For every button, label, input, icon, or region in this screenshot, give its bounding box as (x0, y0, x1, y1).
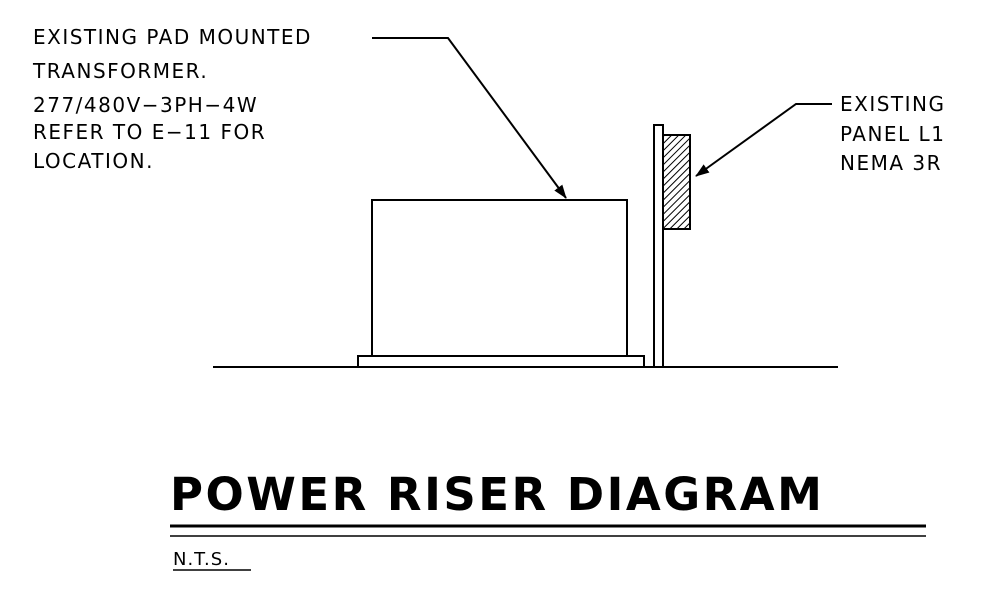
transformer-note-line-3: 277/480V−3PH−4W (33, 93, 258, 117)
diagram-scale-note: N.T.S. (173, 549, 230, 570)
transformer-box (371, 199, 628, 357)
panel-l1-enclosure (662, 134, 691, 230)
transformer-note-line-2: TRANSFORMER. (32, 59, 208, 83)
panel-note: EXISTING PANEL L1 NEMA 3R (840, 92, 946, 175)
transformer-note: EXISTING PAD MOUNTED TRANSFORMER. 277/48… (32, 25, 312, 173)
transformer-note-line-5: LOCATION. (33, 149, 154, 173)
transformer-pad (357, 355, 645, 368)
panel-leader-arrow (695, 103, 832, 177)
panel-note-line-1: EXISTING (840, 92, 946, 116)
transformer-leader-arrow (372, 37, 567, 199)
panel-support-post (653, 124, 664, 368)
panel-note-line-2: PANEL L1 (840, 122, 945, 146)
diagram-title: POWER RISER DIAGRAM (170, 468, 824, 521)
transformer-note-line-1: EXISTING PAD MOUNTED (33, 25, 312, 49)
transformer-note-line-4: REFER TO E−11 FOR (33, 120, 266, 144)
panel-note-line-3: NEMA 3R (840, 151, 942, 175)
